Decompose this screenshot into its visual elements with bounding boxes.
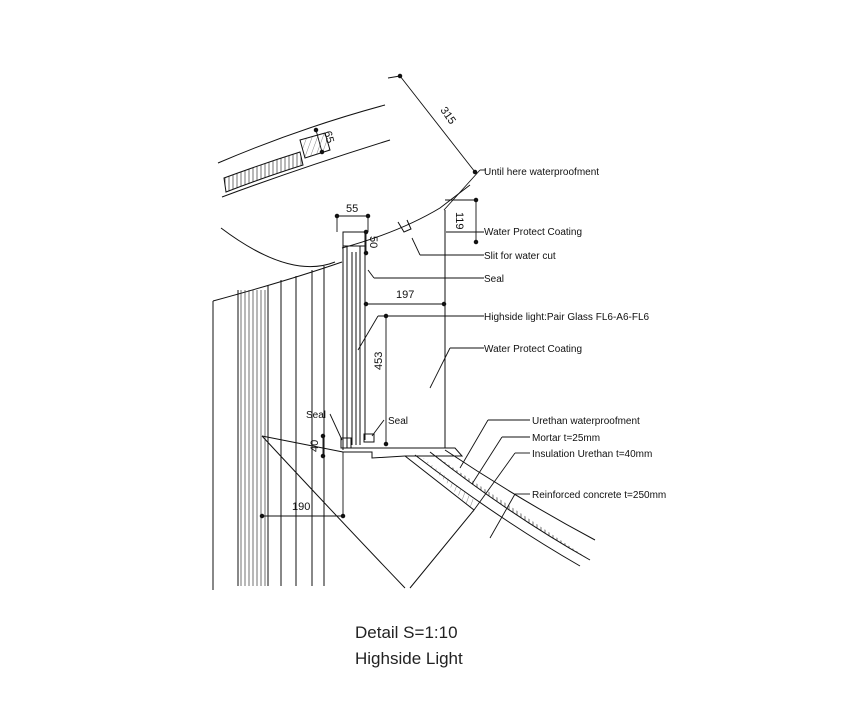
label-waterproofment-end: Until here waterproofment xyxy=(484,167,599,178)
label-concrete: Reinforced concrete t=250mm xyxy=(532,490,666,501)
label-seal-right: Seal xyxy=(388,416,408,427)
label-water-protect-coating-mid: Water Protect Coating xyxy=(484,344,582,355)
label-urethan-waterproofment: Urethan waterproofment xyxy=(532,416,640,427)
label-mortar: Mortar t=25mm xyxy=(532,433,600,444)
drawing-title-line1: Detail S=1:10 xyxy=(355,623,458,642)
label-seal-left: Seal xyxy=(306,410,326,421)
lower-shell-section xyxy=(261,435,596,589)
window-frame-and-glass xyxy=(340,210,464,459)
leader-lines xyxy=(329,169,530,539)
drawing-title-line2: Highside Light xyxy=(355,649,463,668)
lower-vertical-louvers xyxy=(212,266,325,590)
outer-curved-roof-band xyxy=(217,104,391,198)
dim-119: 119 xyxy=(453,212,465,230)
label-seal-top: Seal xyxy=(484,274,504,285)
dim-197: 197 xyxy=(396,289,414,301)
label-glass: Highside light:Pair Glass FL6-A6-FL6 xyxy=(484,312,650,323)
dim-50: 50 xyxy=(367,236,379,248)
dim-453: 453 xyxy=(373,352,385,370)
dim-40: 40 xyxy=(309,440,321,452)
dim-190: 190 xyxy=(292,501,310,513)
dim-65: 65 xyxy=(321,130,336,145)
label-insulation: Insulation Urethan t=40mm xyxy=(532,449,652,460)
upper-shell-arc xyxy=(212,184,471,302)
dim-55: 55 xyxy=(346,203,358,215)
dim-315: 315 xyxy=(438,105,458,127)
label-water-protect-coating-top: Water Protect Coating xyxy=(484,227,582,238)
label-slit: Slit for water cut xyxy=(484,251,556,262)
dimension-lines xyxy=(259,73,479,519)
